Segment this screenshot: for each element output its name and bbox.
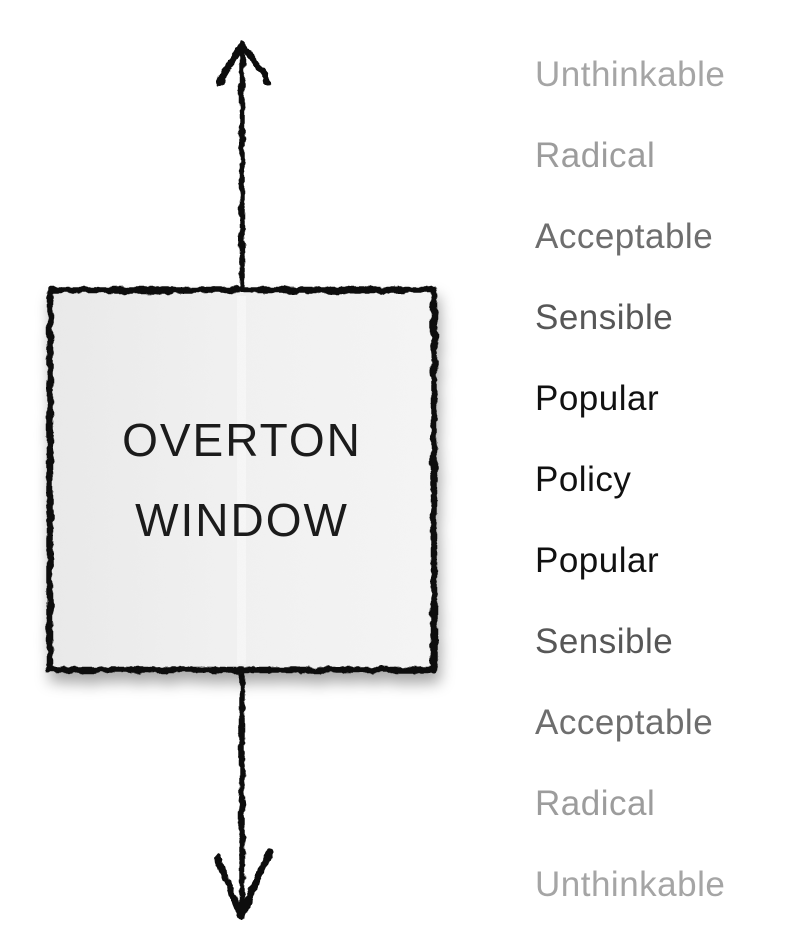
overton-window-box xyxy=(46,286,438,674)
diagram-artwork xyxy=(46,40,438,920)
scale-label-policy: Policy xyxy=(535,459,632,499)
up-arrow-icon xyxy=(215,40,272,295)
down-arrow-icon xyxy=(213,665,274,920)
scale-label-radical-bottom: Radical xyxy=(535,783,656,823)
scale-label-sensible-bottom: Sensible xyxy=(535,621,674,661)
policy-scale-labels: Unthinkable Radical Acceptable Sensible … xyxy=(535,34,725,925)
scale-label-radical-top: Radical xyxy=(535,135,656,175)
scale-label-acceptable-top: Acceptable xyxy=(535,216,714,256)
scale-label-unthinkable-top: Unthinkable xyxy=(535,54,726,94)
scale-label-sensible-top: Sensible xyxy=(535,297,674,337)
scale-label-popular-top: Popular xyxy=(535,378,660,418)
scale-label-acceptable-bottom: Acceptable xyxy=(535,702,714,742)
scale-label-unthinkable-bottom: Unthinkable xyxy=(535,864,726,904)
scale-label-popular-bottom: Popular xyxy=(535,540,660,580)
axis-line-through-box xyxy=(237,296,246,664)
